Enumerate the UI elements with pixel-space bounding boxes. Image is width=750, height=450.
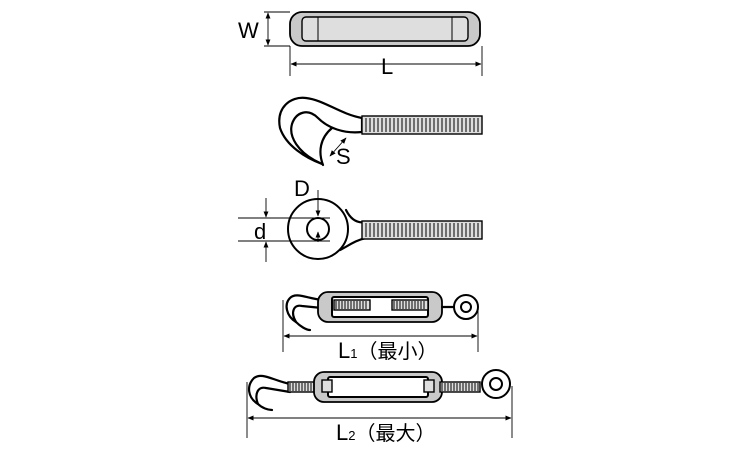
wire-diameter-label: d (254, 219, 266, 244)
min-thread-right (393, 301, 425, 309)
max-thread-right (441, 383, 479, 391)
max-thread-left (289, 383, 315, 391)
hook-thread (365, 118, 479, 132)
min-length-dimension: L1（最小） (282, 300, 479, 363)
turnbuckle-max (248, 369, 511, 412)
length-dimension: L (289, 46, 483, 79)
turnbuckle-min (285, 291, 479, 332)
hook-part: S (278, 96, 483, 169)
hook-opening-label: S (336, 144, 351, 169)
eye-thread (365, 223, 479, 237)
eye-diameter-dimension: D (294, 176, 321, 242)
max-length-label: L2（最大） (336, 420, 435, 445)
min-thread-left (335, 301, 367, 309)
eye-diameter-label: D (294, 176, 310, 201)
wire-diameter-dimension: d (238, 198, 330, 262)
body-top-view (289, 11, 481, 47)
width-dimension: W (238, 11, 290, 47)
width-label: W (238, 18, 259, 43)
eye-part (287, 198, 483, 260)
min-length-label: L1（最小） (338, 338, 437, 363)
max-length-dimension: L2（最大） (246, 382, 513, 445)
length-label: L (381, 54, 393, 79)
